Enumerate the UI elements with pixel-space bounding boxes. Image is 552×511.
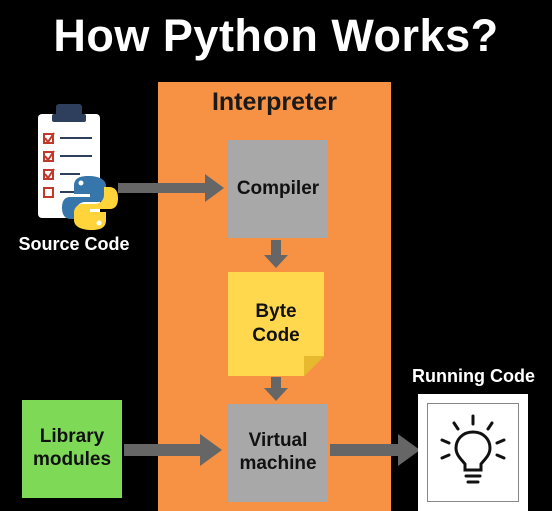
- byte-code-page-shape: [228, 272, 324, 376]
- interpreter-label: Interpreter: [211, 88, 338, 116]
- arrow-library-to-vm: [124, 434, 222, 466]
- python-logo-icon: [62, 176, 118, 230]
- running-code-box: [418, 394, 528, 511]
- arrow-compiler-to-bytecode: [264, 240, 288, 268]
- library-modules-box: Library modules: [22, 400, 122, 498]
- byte-code-box: Byte Code: [228, 272, 324, 376]
- virtual-machine-line2: machine: [239, 453, 317, 474]
- source-code-label: Source Code: [18, 234, 130, 254]
- arrow-bytecode-to-vm: [264, 377, 288, 401]
- virtual-machine-box: Virtual machine: [228, 404, 328, 502]
- arrow-vm-to-running: [330, 434, 420, 466]
- byte-code-line1: Byte: [255, 301, 297, 323]
- library-modules-line2: modules: [32, 449, 112, 470]
- arrow-source-to-compiler: [118, 174, 224, 202]
- running-code-label: Running Code: [412, 366, 535, 386]
- light-bulb-icon: [440, 414, 506, 484]
- compiler-label: Compiler: [236, 177, 320, 199]
- page-title: How Python Works?: [53, 10, 499, 61]
- byte-code-line2: Code: [252, 325, 300, 346]
- running-code-frame: [427, 403, 519, 502]
- library-modules-line1: Library: [39, 426, 105, 448]
- virtual-machine-line1: Virtual: [248, 430, 308, 452]
- compiler-box: Compiler: [228, 140, 328, 238]
